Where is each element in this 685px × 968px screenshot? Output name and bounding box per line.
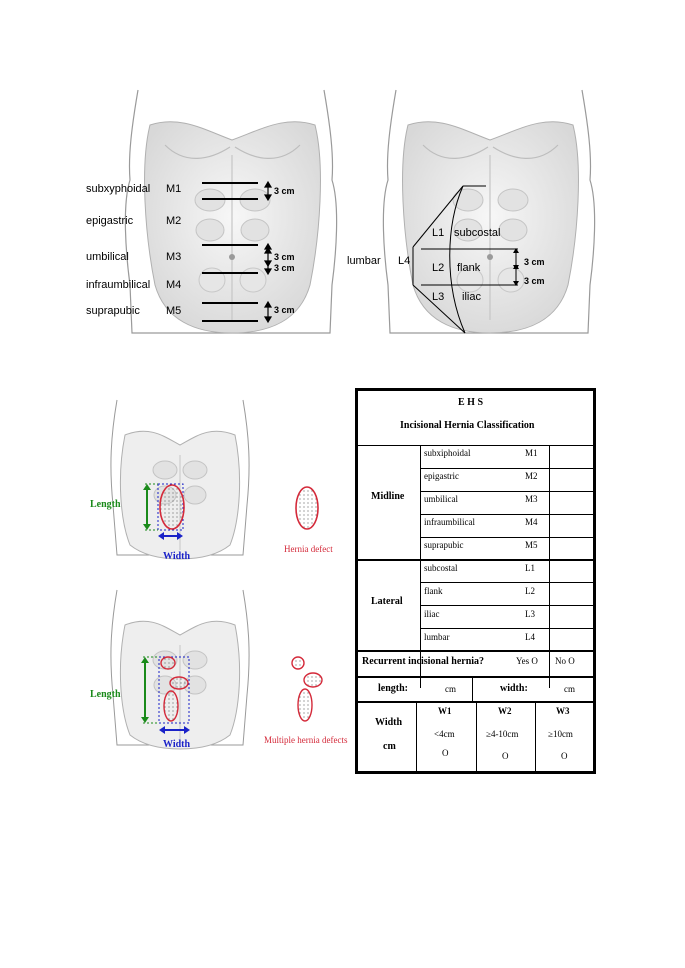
measure-3cm: 3 cm — [274, 186, 295, 196]
w1-code: W1 — [438, 706, 452, 716]
measure-3cm: 3 cm — [274, 305, 295, 315]
lateral-row-iliac: iliac — [424, 609, 440, 619]
midline-row-umbilical: umbilical — [424, 494, 458, 504]
midline-code-m1: M1 — [525, 448, 538, 458]
label-flank: flank — [457, 262, 481, 274]
table-title: E H S — [458, 397, 484, 408]
midline-row-infraumbilical: infraumbilical — [424, 517, 475, 527]
measure-3cm: 3 cm — [274, 263, 295, 273]
midline-code-m2: M2 — [525, 471, 538, 481]
label-infraumbilical: infraumbilical — [86, 279, 151, 291]
w2-checkbox[interactable]: O — [502, 751, 509, 761]
lateral-code-l1: L1 — [525, 563, 535, 573]
width-label: Width — [163, 739, 191, 750]
hernia-defect-oval — [159, 484, 185, 530]
code-m5: M5 — [166, 305, 182, 317]
width-field-unit[interactable]: cm — [564, 684, 575, 694]
hernia-defect-caption: Hernia defect — [284, 544, 333, 554]
width-cm-unit: cm — [383, 741, 396, 752]
midline-code-m3: M3 — [525, 494, 538, 504]
recurrent-yes[interactable]: Yes O — [516, 656, 538, 666]
midline-row-epigastric: epigastric — [424, 471, 459, 481]
measure-3cm: 3 cm — [524, 257, 545, 267]
length-field-label: length: — [378, 683, 408, 694]
measure-arrows — [263, 180, 273, 324]
lateral-zone-lines — [412, 185, 518, 334]
code-m1: M1 — [166, 183, 182, 195]
recurrent-no[interactable]: No O — [555, 656, 575, 666]
torso-lateral-figure — [382, 89, 596, 334]
w3-checkbox[interactable]: O — [561, 751, 568, 761]
code-l4: L4 — [398, 255, 411, 267]
w1-range: <4cm — [434, 729, 455, 739]
label-subcostal: subcostal — [454, 227, 501, 239]
code-l3: L3 — [432, 291, 445, 303]
lateral-row-flank: flank — [424, 586, 443, 596]
ehs-classification-table: E H S Incisional Hernia Classification M… — [355, 388, 596, 774]
lateral-code-l4: L4 — [525, 632, 535, 642]
midline-row-suprapubic: suprapubic — [424, 540, 464, 550]
length-label: Length — [90, 689, 121, 700]
lateral-code-l2: L2 — [525, 586, 535, 596]
midline-code-m5: M5 — [525, 540, 538, 550]
length-label: Length — [90, 499, 121, 510]
lateral-row-subcostal: subcostal — [424, 563, 458, 573]
multiple-defects-figure — [110, 589, 250, 750]
label-epigastric: epigastric — [86, 215, 134, 227]
label-umbilical: umbilical — [86, 251, 129, 263]
hernia-defect-oval — [160, 656, 176, 670]
width-label: Width — [163, 551, 191, 562]
lateral-row-lumbar: lumbar — [424, 632, 450, 642]
w1-checkbox[interactable]: O — [442, 748, 449, 758]
lateral-code-l3: L3 — [525, 609, 535, 619]
w3-code: W3 — [556, 706, 570, 716]
table-subtitle: Incisional Hernia Classification — [400, 420, 535, 431]
torso-midline-figure — [124, 89, 338, 334]
midline-header: Midline — [371, 491, 405, 502]
w3-range: ≥10cm — [548, 729, 573, 739]
navel — [229, 254, 235, 260]
length-field-unit[interactable]: cm — [445, 684, 456, 694]
code-l2: L2 — [432, 262, 445, 274]
measure-3cm: 3 cm — [274, 252, 295, 262]
midline-code-m4: M4 — [525, 517, 538, 527]
code-l1: L1 — [432, 227, 445, 239]
w2-range: ≥4-10cm — [486, 729, 519, 739]
width-field-label: width: — [500, 683, 528, 694]
measure-3cm: 3 cm — [524, 276, 545, 286]
label-lumbar: lumbar — [347, 255, 381, 267]
code-m2: M2 — [166, 215, 182, 227]
multiple-defects-icon — [291, 656, 323, 722]
hernia-defect-oval — [163, 690, 179, 722]
multiple-defects-caption: Multiple hernia defects — [264, 735, 348, 745]
label-suprapubic: suprapubic — [86, 305, 140, 317]
label-subxyphoidal: subxyphoidal — [86, 183, 151, 195]
width-cm-label: Width — [375, 717, 403, 728]
hernia-defect-icon — [295, 486, 319, 530]
w2-code: W2 — [498, 706, 512, 716]
midline-row-subxiphoidal: subxiphoidal — [424, 448, 471, 458]
code-m4: M4 — [166, 279, 182, 291]
single-defect-figure — [110, 399, 250, 560]
label-iliac: iliac — [462, 291, 481, 303]
hernia-defect-oval — [169, 676, 189, 690]
lateral-header: Lateral — [371, 596, 403, 607]
measure-arrows — [513, 248, 519, 286]
code-m3: M3 — [166, 251, 182, 263]
recurrent-question: Recurrent incisional hernia? — [362, 656, 485, 667]
